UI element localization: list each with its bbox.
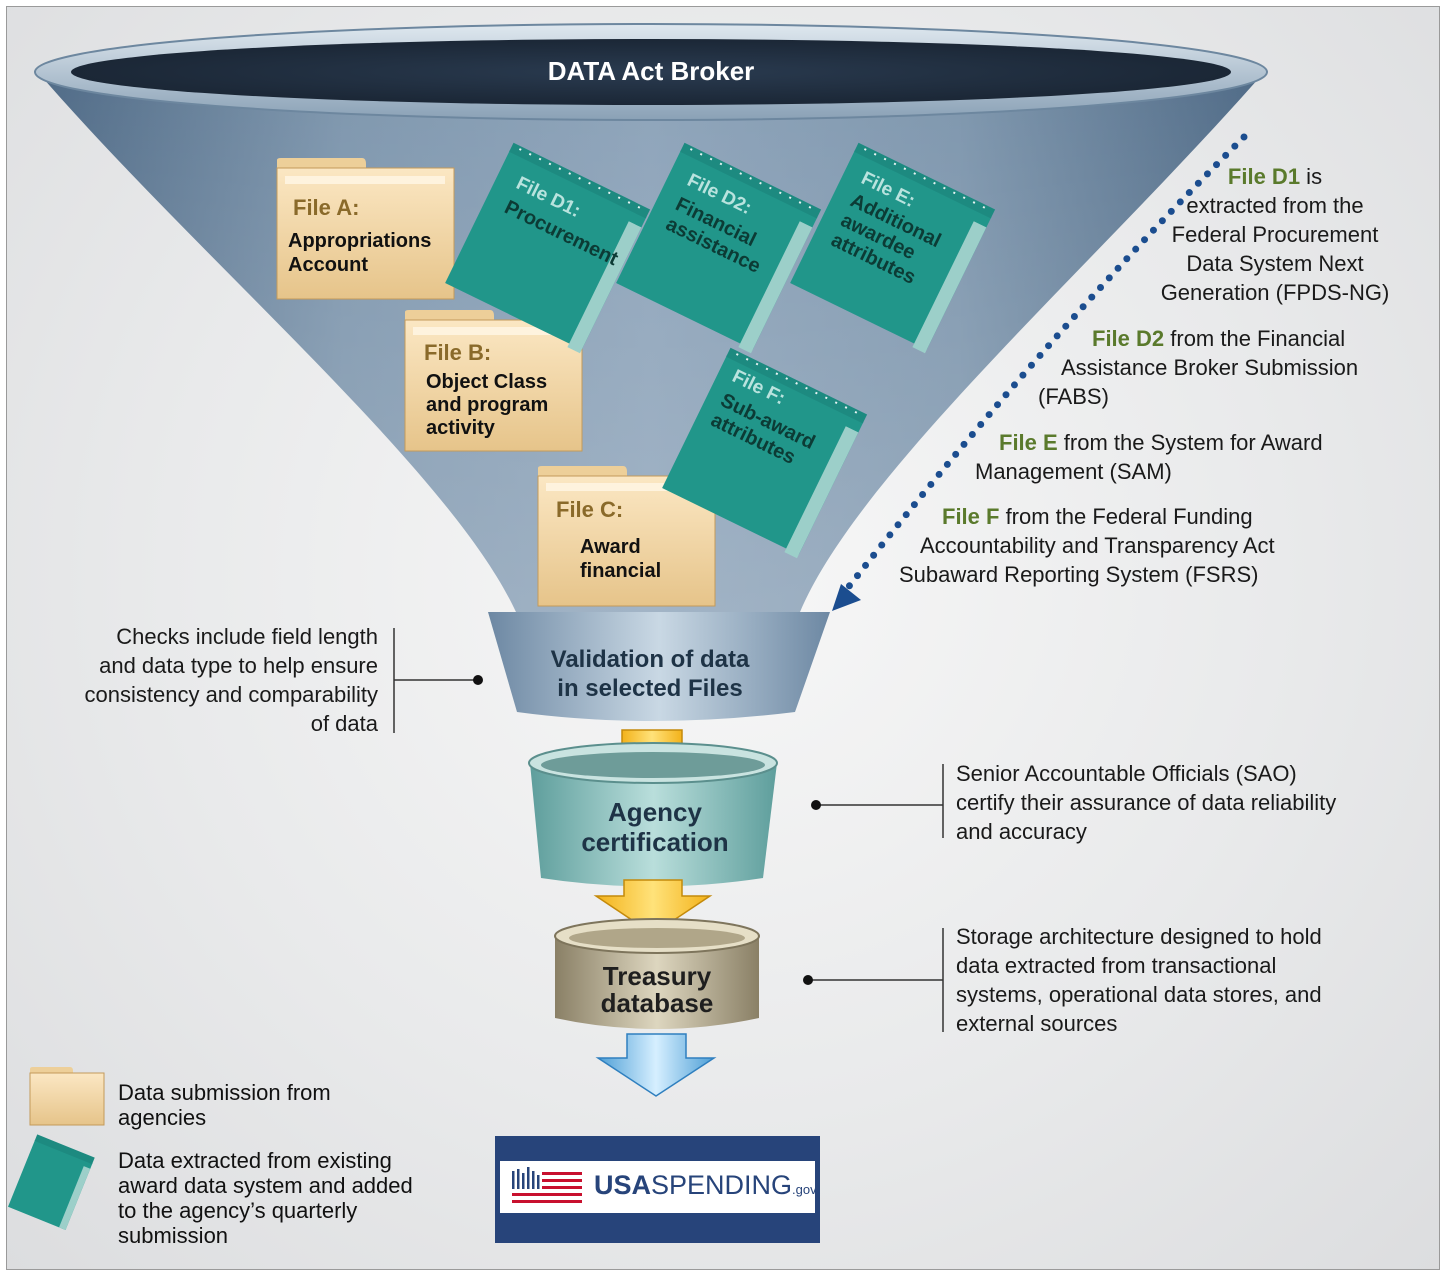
folder-d1-shape — [445, 142, 651, 354]
file-b-title: File B: — [424, 340, 492, 365]
validation-callout-line — [393, 628, 478, 733]
broker-title: DATA Act Broker — [547, 56, 755, 86]
source-e-note: File E from the System for Award Managem… — [975, 430, 1323, 484]
folder-f-shape — [662, 347, 868, 559]
file-c-title: File C: — [556, 497, 624, 522]
file-a-title: File A: — [293, 195, 360, 220]
source-f-note: File F from the Federal Funding Accounta… — [899, 504, 1275, 587]
folder-e-shape — [790, 142, 996, 354]
folder-a-shape — [276, 158, 455, 300]
source-d2-note: File D2 from the Financial Assistance Br… — [1038, 326, 1359, 409]
legend-manila-folder-icon — [29, 1067, 105, 1126]
source-d1-note: File D1 is extracted from the Federal Pr… — [1160, 164, 1390, 305]
dotted-arrow-head — [832, 584, 861, 611]
folder-d2-shape — [616, 142, 822, 354]
folder-b-shape — [404, 310, 583, 452]
legend-hanging-folder-icon — [8, 1134, 95, 1230]
usaspending-logo[interactable]: USASPENDING.gov — [594, 1170, 817, 1200]
usaspending-flag-icon — [512, 1167, 582, 1203]
certification-note: Senior Accountable Officials (SAO)certif… — [956, 761, 1337, 844]
dotted-arrow-line — [839, 133, 1248, 598]
certification-callout-line — [816, 764, 944, 838]
treasury-callout-line — [808, 928, 944, 1032]
